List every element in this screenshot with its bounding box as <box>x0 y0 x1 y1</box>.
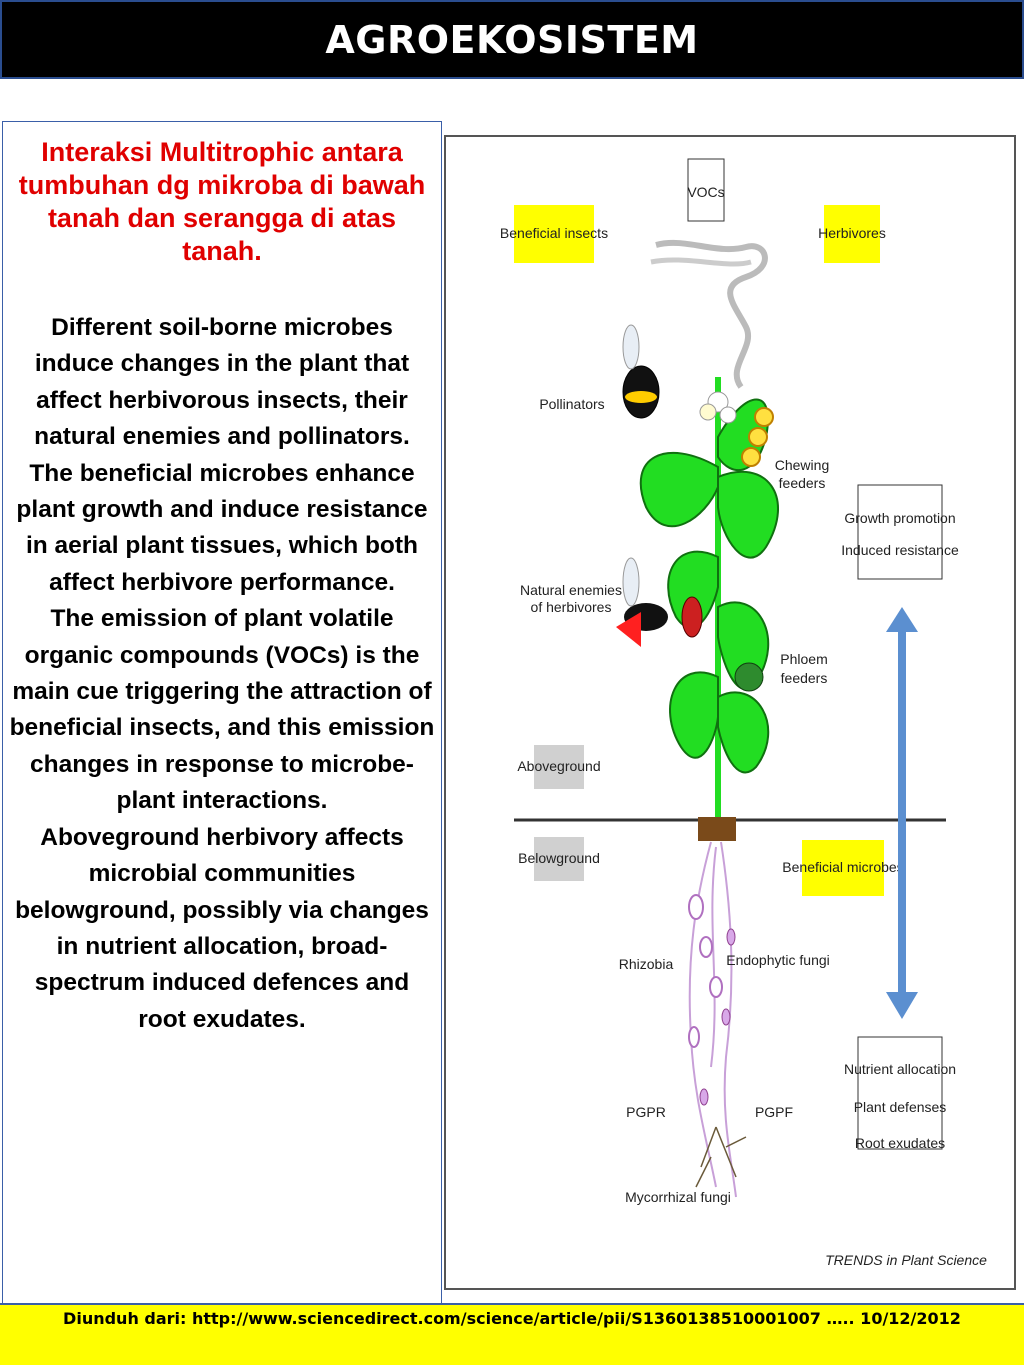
caterpillar-icon <box>754 407 774 427</box>
caterpillar-icon <box>741 447 761 467</box>
arrow-down-icon <box>886 992 918 1019</box>
pgpf-label: PGPF <box>755 1104 793 1120</box>
ladybug-icon <box>681 596 703 638</box>
plant-defenses-label: Plant defenses <box>854 1099 947 1115</box>
mycorrhiza <box>695 1126 747 1188</box>
flower <box>719 406 737 424</box>
chewing-label: Chewing <box>775 457 829 473</box>
nutrient-allocation-label: Nutrient allocation <box>844 1061 956 1077</box>
natural-enemies-label-2: of herbivores <box>531 599 612 615</box>
aboveground-box <box>534 745 584 789</box>
paragraph: The emission of plant volatile organic c… <box>9 605 435 815</box>
footer-bar <box>0 1303 1024 1365</box>
leaf <box>669 671 719 759</box>
natural-enemies-label-1: Natural enemies <box>520 582 622 598</box>
endophytic-fungi-label: Endophytic fungi <box>726 952 830 968</box>
beneficial-insects-label: Beneficial insects <box>500 225 608 241</box>
leaf <box>717 691 770 774</box>
soil-patch <box>698 817 736 841</box>
chewing-feeders-label: feeders <box>779 475 826 491</box>
flower <box>699 403 717 421</box>
fly-red-wing <box>616 612 641 647</box>
panel-heading: Interaksi Multitrophic antara tumbuhan d… <box>18 137 426 266</box>
fly-wing <box>622 557 640 607</box>
nutrient-allocation-box <box>857 1036 943 1150</box>
rhizobia-label: Rhizobia <box>619 956 674 972</box>
induced-resistance-label: Induced resistance <box>841 542 959 558</box>
herbivores-box <box>824 205 880 263</box>
vocs-box <box>687 158 725 222</box>
phloem-label: Phloem <box>780 651 827 667</box>
citation: Diunduh dari: http://www.sciencedirect.c… <box>63 1309 961 1328</box>
belowground-label: Belowground <box>518 850 600 866</box>
beneficial-microbes-box <box>802 840 884 896</box>
caterpillar-icon <box>748 427 768 447</box>
rhizobia-nodules <box>688 894 723 1048</box>
volatile-plume <box>650 257 752 267</box>
growth-promotion-label: Growth promotion <box>844 510 955 526</box>
leaf <box>667 550 719 629</box>
vocs-label: VOCs <box>687 184 724 200</box>
text-panel: Interaksi Multitrophic antara tumbuhan d… <box>2 121 442 1365</box>
paragraph: Different soil-borne microbes induce cha… <box>34 314 410 451</box>
multitrophic-diagram: VOCs Beneficial insects Herbivores <box>500 158 987 1268</box>
arrow-up-icon <box>886 607 918 632</box>
beneficial-microbes-label: Beneficial microbes <box>782 859 903 875</box>
fungi-spots <box>699 928 736 1106</box>
pgpr-label: PGPR <box>626 1104 666 1120</box>
root-exudates-label: Root exudates <box>855 1135 945 1151</box>
growth-promotion-box <box>857 484 943 580</box>
phloem-feeders-label: feeders <box>781 670 828 686</box>
panel-body: Different soil-borne microbes induce cha… <box>9 310 435 1038</box>
herbivores-label: Herbivores <box>818 225 886 241</box>
bee-stripe <box>625 391 657 403</box>
paragraph: Aboveground herbivory affects microbial … <box>15 823 429 1033</box>
source-label: TRENDS in Plant Science <box>825 1252 987 1268</box>
volatile-plume <box>655 239 768 389</box>
paragraph: The beneficial microbes enhance plant gr… <box>16 459 428 596</box>
page-title: AGROEKOSISTEM <box>325 17 699 62</box>
leaf <box>639 451 719 528</box>
beneficial-insects-box <box>514 205 594 263</box>
aboveground-label: Aboveground <box>517 758 600 774</box>
title-bar: AGROEKOSISTEM <box>0 0 1024 79</box>
aphid-icon <box>734 662 764 692</box>
belowground-box <box>534 837 584 881</box>
pollinators-label: Pollinators <box>539 396 604 412</box>
bee-wing <box>622 324 640 370</box>
mycorrhizal-fungi-label: Mycorrhizal fungi <box>625 1189 731 1205</box>
leaf <box>717 470 779 559</box>
figure: VOCs Beneficial insects Herbivores <box>444 135 1016 1290</box>
